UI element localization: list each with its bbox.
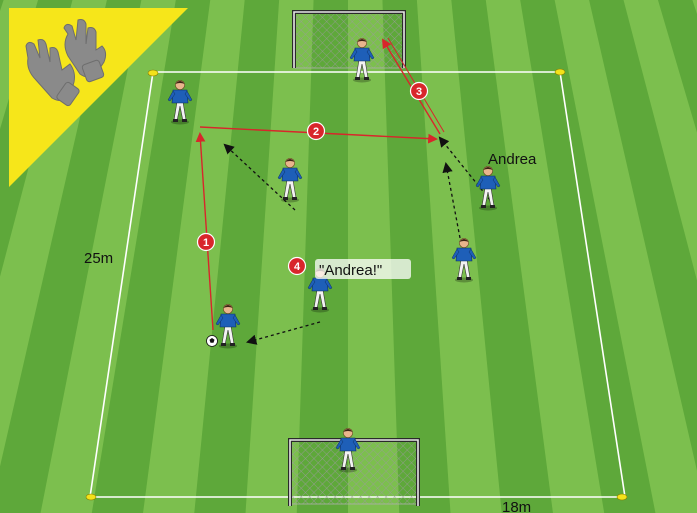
cone bbox=[86, 494, 96, 500]
cone bbox=[148, 70, 158, 76]
width-label: 25m bbox=[84, 250, 113, 267]
step-badge-4-label: 4 bbox=[294, 261, 301, 273]
step-badge-2-label: 2 bbox=[313, 126, 319, 138]
step-badge-2: 2 bbox=[308, 123, 325, 140]
step-badge-1: 1 bbox=[198, 234, 215, 251]
length-label: 18m bbox=[502, 499, 531, 513]
step-badge-1-label: 1 bbox=[203, 237, 209, 249]
cone bbox=[617, 494, 627, 500]
soccer-ball-icon bbox=[207, 336, 218, 347]
step-badge-3-label: 3 bbox=[416, 86, 422, 98]
step-badge-3: 3 bbox=[411, 83, 428, 100]
call-text: "Andrea!" bbox=[319, 262, 382, 279]
cone bbox=[555, 69, 565, 75]
step-badge-4: 4 bbox=[289, 258, 306, 275]
player-name-label: Andrea bbox=[488, 151, 537, 168]
top-goal bbox=[294, 12, 404, 68]
